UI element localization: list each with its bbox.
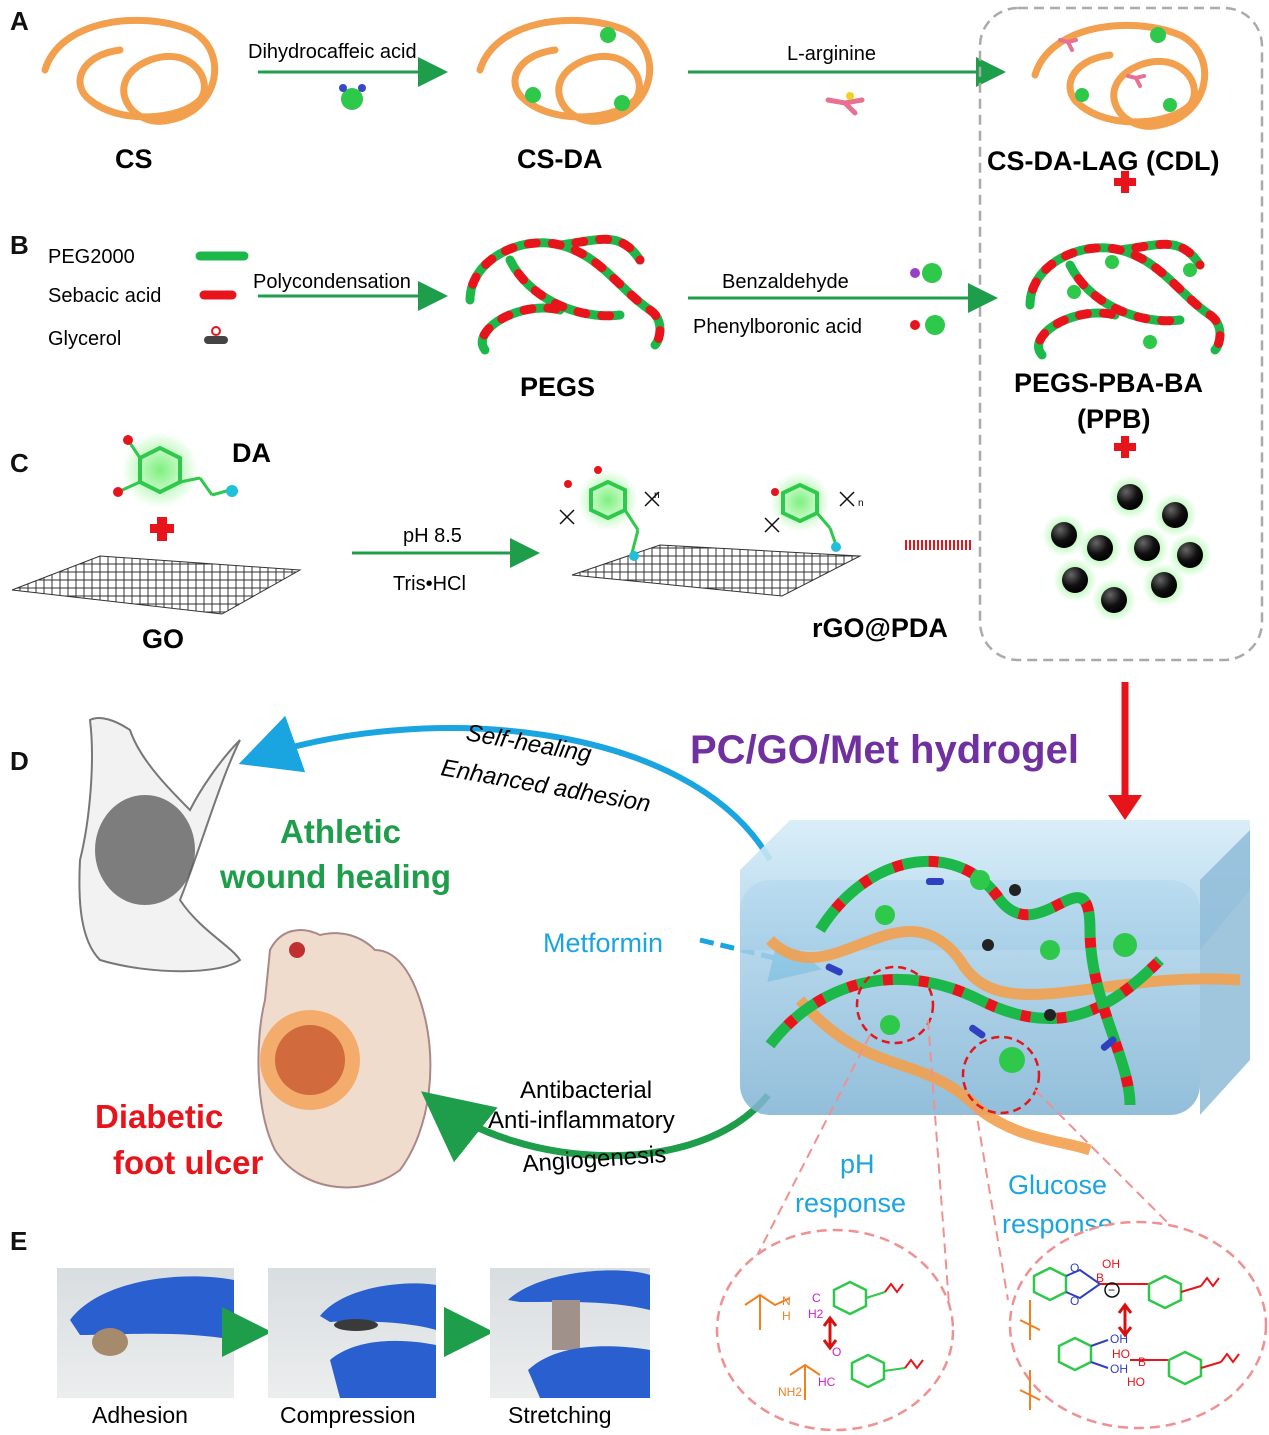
arrow-to-hydrogel-head [1108, 795, 1142, 820]
chem-c: C [812, 1291, 821, 1305]
ph-response-zoom [715, 1228, 955, 1432]
metformin-label: Metformin [543, 928, 663, 958]
go-sheet [11, 555, 302, 615]
athletic-label-2: wound healing [219, 858, 451, 895]
glucose-response-1: Glucose [1008, 1170, 1107, 1200]
csda-polymer [476, 16, 654, 125]
rgo-pda-sheet [559, 466, 862, 597]
diabetic-label-2: foot ulcer [113, 1144, 263, 1181]
step-l-arginine: L-arginine [787, 43, 876, 65]
top-arc-arrow [238, 715, 773, 862]
go-label: GO [142, 624, 184, 654]
glucose-response-zoom [1008, 1220, 1268, 1430]
rgo-pda-nanoparticles [1042, 475, 1212, 622]
chem-nh2: NH2 [778, 1385, 802, 1399]
chem-oh-3: OH [1110, 1362, 1128, 1376]
benzaldehyde-icon [910, 263, 942, 283]
diabetic-label-1: Diabetic [95, 1098, 223, 1135]
step-stretching: Stretching [508, 1402, 612, 1428]
cond-ph: pH 8.5 [403, 525, 462, 547]
csda-label: CS-DA [517, 144, 603, 174]
photo-stretching [490, 1268, 650, 1398]
ppb-label-line1: PEGS-PBA-BA [1014, 368, 1203, 398]
photo-adhesion [57, 1268, 234, 1398]
legend-sebacic: Sebacic acid [48, 285, 161, 307]
chem-oh-1: OH [1102, 1257, 1120, 1271]
plus-icon [1114, 171, 1136, 193]
cond-tris: Tris•HCl [393, 573, 466, 595]
repeat-n-1: n [654, 490, 660, 501]
cdl-polymer [1031, 21, 1209, 130]
ph-response-1: pH [840, 1149, 875, 1179]
bottom-arc-text-1: Antibacterial [520, 1077, 652, 1104]
phenylboronic-icon [910, 315, 945, 335]
ppb-label-line2: (PPB) [1077, 404, 1151, 434]
da-label: DA [232, 438, 271, 468]
panel-label-e: E [10, 1226, 27, 1256]
step-compression: Compression [280, 1402, 416, 1428]
ppb-polymer [1025, 239, 1225, 360]
plus-icon [150, 517, 174, 541]
glycerol-icon [204, 326, 228, 344]
chem-ho-2: HO [1127, 1375, 1145, 1389]
diabetic-foot-sketch [257, 929, 432, 1189]
l-arginine-icon [825, 92, 865, 116]
cs-polymer [41, 16, 219, 125]
step-polycondensation: Polycondensation [253, 271, 411, 293]
cdl-label: CS-DA-LAG (CDL) [987, 146, 1219, 176]
chem-oh-2: OH [1110, 1332, 1128, 1346]
chem-h: H [782, 1309, 791, 1323]
chem-o-1: O [1070, 1261, 1079, 1275]
chem-o: O [832, 1345, 841, 1359]
top-arc-text-2: Enhanced adhesion [439, 754, 653, 817]
reagent-benzaldehyde: Benzaldehyde [722, 271, 849, 293]
chem-n: N [782, 1294, 791, 1308]
components-dashed-box [978, 6, 1264, 662]
chem-b-2: B [1138, 1355, 1146, 1369]
bottom-arc-text-2: Anti-inflammatory [488, 1107, 675, 1134]
rgo-pda-label: rGO@PDA [812, 613, 948, 643]
plus-icon [1114, 436, 1136, 458]
panel-label-a: A [10, 6, 29, 36]
photo-compression [268, 1268, 436, 1398]
chem-minus: − [1108, 1283, 1115, 1297]
step-dihydrocaffeic: Dihydrocaffeic acid [248, 41, 417, 63]
bottom-arc-arrow [421, 1091, 771, 1163]
chem-h2: H2 [808, 1307, 824, 1321]
dopamine-molecule [113, 432, 238, 508]
step-adhesion: Adhesion [92, 1402, 188, 1428]
chem-ho-1: HO [1112, 1347, 1130, 1361]
dhca-molecule-icon [339, 84, 366, 110]
legend-peg2000: PEG2000 [48, 246, 135, 268]
reagent-phenylboronic: Phenylboronic acid [693, 316, 862, 338]
chem-b-1: B [1096, 1271, 1104, 1285]
pegs-label: PEGS [520, 372, 595, 402]
repeat-n-2: n [858, 498, 864, 509]
athletic-label-1: Athletic [280, 813, 401, 850]
hydrogel-title: PC/GO/Met hydrogel [690, 728, 1079, 772]
ph-response-2: response [795, 1188, 906, 1218]
legend-glycerol: Glycerol [48, 328, 121, 350]
chem-hc: HC [818, 1375, 836, 1389]
panel-label-d: D [10, 746, 29, 776]
hydrogel-block [740, 820, 1250, 1156]
pegs-polymer [465, 234, 665, 355]
panel-label-c: C [10, 448, 29, 478]
panel-label-b: B [10, 230, 29, 260]
chem-o-2: O [1070, 1294, 1079, 1308]
cs-label: CS [115, 144, 153, 174]
athletic-foot-sketch [78, 717, 242, 973]
